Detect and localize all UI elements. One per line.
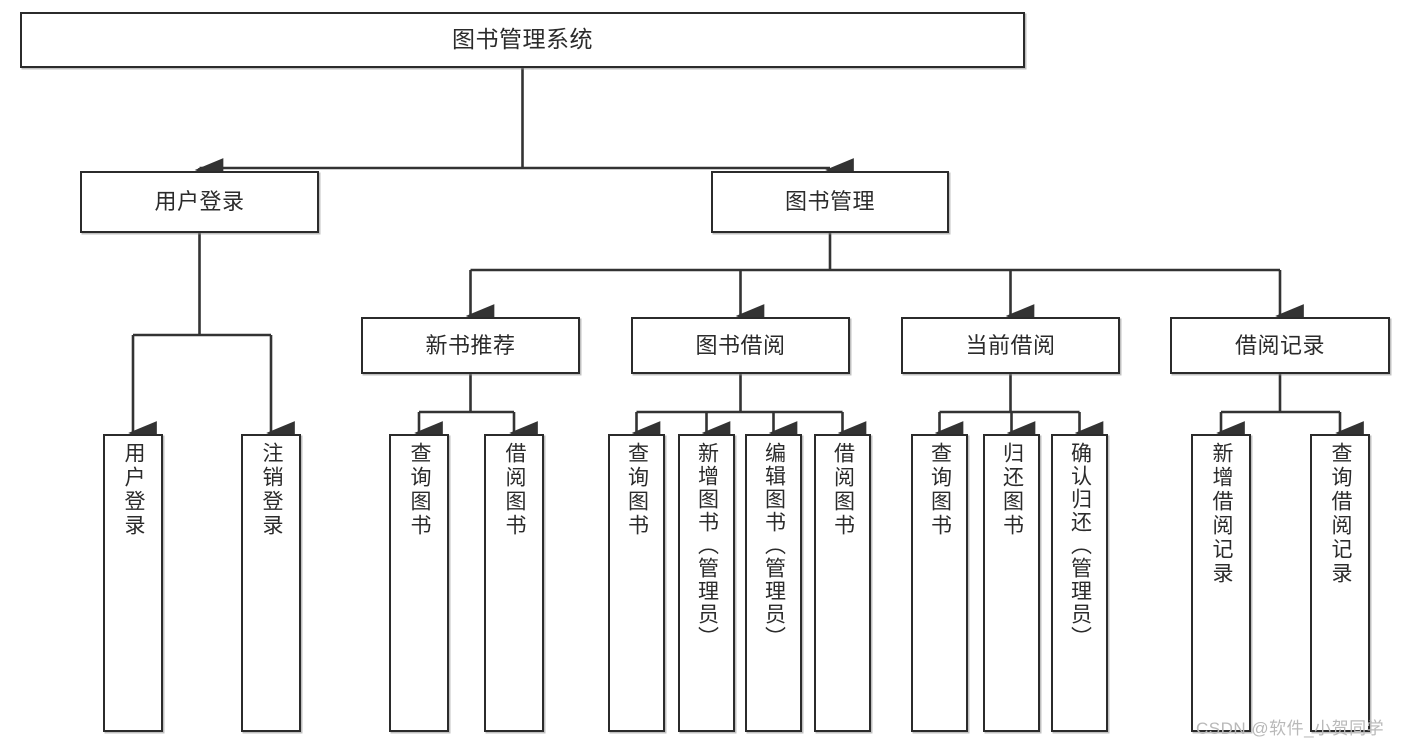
node-new-book-recommend-label: 新书推荐 bbox=[425, 332, 516, 358]
leaf-borrow-edit-book-admin[interactable]: 编辑图书（管理员） bbox=[745, 434, 802, 732]
leaf-current-confirm-return-admin-label: 确认归还（管理员） bbox=[1068, 442, 1092, 649]
leaf-borrow-edit-book-admin-label: 编辑图书（管理员） bbox=[762, 442, 786, 649]
node-book-management-module[interactable]: 图书管理 bbox=[711, 171, 949, 233]
leaf-newbook-query-book[interactable]: 查询图书 bbox=[389, 434, 449, 732]
leaf-record-add-borrow-record[interactable]: 新增借阅记录 bbox=[1191, 434, 1251, 732]
leaf-newbook-borrow-book[interactable]: 借阅图书 bbox=[484, 434, 544, 732]
leaf-borrow-query-book-label: 查询图书 bbox=[625, 442, 649, 538]
node-user-login-module-label: 用户登录 bbox=[154, 189, 245, 215]
node-book-management-module-label: 图书管理 bbox=[784, 189, 875, 215]
watermark: CSDN @软件_小贺同学 bbox=[1196, 719, 1385, 738]
leaf-borrow-borrow-book-label: 借阅图书 bbox=[831, 442, 855, 538]
leaf-newbook-query-book-label: 查询图书 bbox=[408, 442, 432, 538]
leaf-borrow-add-book-admin[interactable]: 新增图书（管理员） bbox=[678, 434, 735, 732]
node-book-borrow[interactable]: 图书借阅 bbox=[631, 317, 850, 374]
node-book-borrow-label: 图书借阅 bbox=[695, 332, 786, 358]
leaf-borrow-add-book-admin-label: 新增图书（管理员） bbox=[695, 442, 719, 649]
leaf-borrow-query-book[interactable]: 查询图书 bbox=[608, 434, 665, 732]
node-user-login-module[interactable]: 用户登录 bbox=[80, 171, 319, 233]
leaf-current-return-book[interactable]: 归还图书 bbox=[983, 434, 1040, 732]
node-new-book-recommend[interactable]: 新书推荐 bbox=[361, 317, 580, 374]
node-current-borrow[interactable]: 当前借阅 bbox=[901, 317, 1120, 374]
leaf-user-logout[interactable]: 注销登录 bbox=[241, 434, 301, 732]
leaf-newbook-borrow-book-label: 借阅图书 bbox=[503, 442, 527, 538]
leaf-record-query-borrow-record-label: 查询借阅记录 bbox=[1329, 442, 1353, 586]
node-root-label: 图书管理系统 bbox=[452, 26, 593, 53]
leaf-user-logout-label: 注销登录 bbox=[260, 442, 284, 538]
leaf-current-return-book-label: 归还图书 bbox=[1000, 442, 1024, 538]
leaf-current-confirm-return-admin[interactable]: 确认归还（管理员） bbox=[1051, 434, 1108, 732]
leaf-user-login-label: 用户登录 bbox=[122, 442, 146, 538]
leaf-borrow-borrow-book[interactable]: 借阅图书 bbox=[814, 434, 871, 732]
leaf-record-query-borrow-record[interactable]: 查询借阅记录 bbox=[1310, 434, 1370, 732]
leaf-current-query-book-label: 查询图书 bbox=[928, 442, 952, 538]
leaf-record-add-borrow-record-label: 新增借阅记录 bbox=[1210, 442, 1234, 586]
leaf-user-login[interactable]: 用户登录 bbox=[103, 434, 163, 732]
node-borrow-record-label: 借阅记录 bbox=[1234, 332, 1325, 358]
node-current-borrow-label: 当前借阅 bbox=[965, 332, 1056, 358]
node-root[interactable]: 图书管理系统 bbox=[20, 12, 1025, 68]
node-borrow-record[interactable]: 借阅记录 bbox=[1170, 317, 1390, 374]
leaf-current-query-book[interactable]: 查询图书 bbox=[911, 434, 968, 732]
